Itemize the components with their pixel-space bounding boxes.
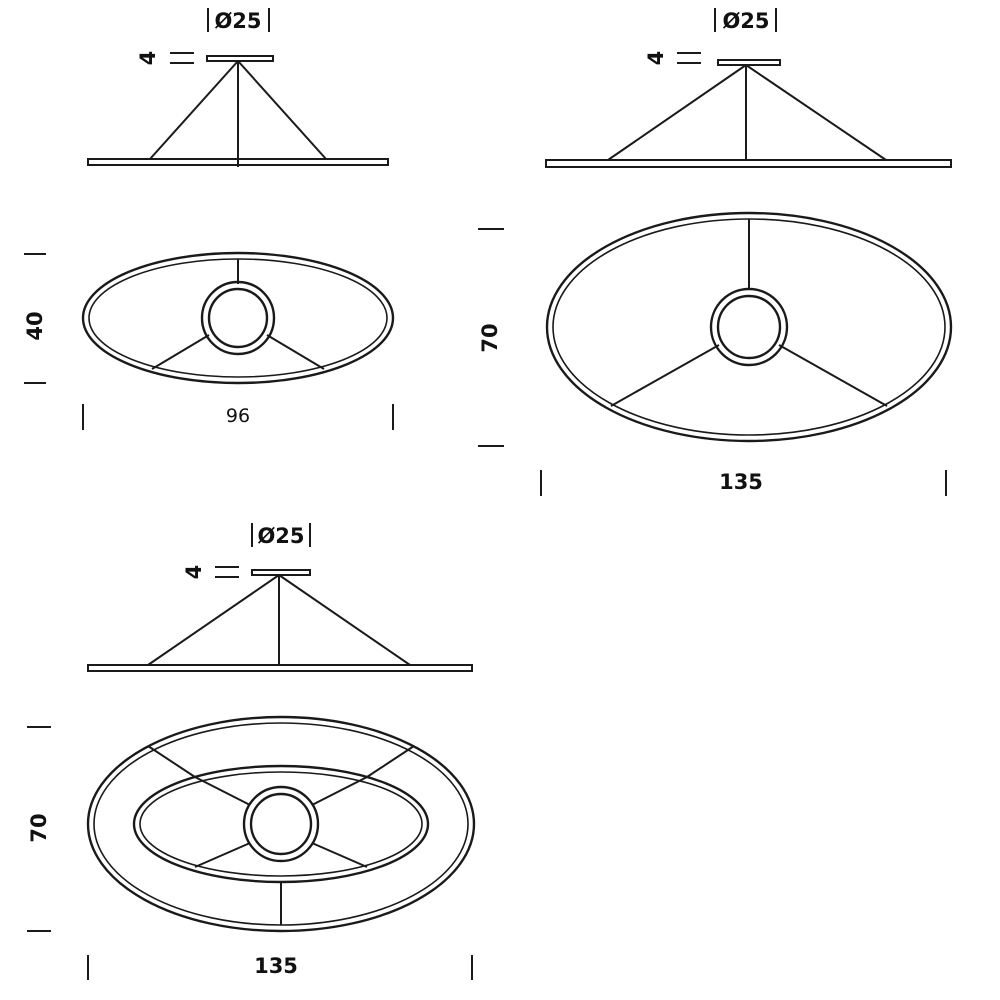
spoke (194, 842, 251, 868)
center-hub (200, 280, 276, 356)
inner-ring-inner-edge (139, 771, 423, 877)
suspension-cable (147, 574, 280, 666)
drawing-small-oval: Ø25 4 40 96 (23, 8, 395, 430)
suspension-cable (745, 64, 887, 161)
plan-view-double: 70 135 (27, 715, 476, 980)
width-label: 135 (719, 470, 763, 494)
suspension-cable (149, 60, 239, 160)
canopy-diameter-label: Ø25 (214, 9, 261, 33)
center-hub-inner (249, 792, 313, 856)
center-hub (242, 785, 320, 863)
outer-ring (545, 211, 953, 443)
spoke (266, 334, 325, 370)
outer-ring (81, 251, 395, 385)
center-hub-inner (207, 287, 269, 349)
spoke (610, 344, 720, 407)
spoke (366, 745, 415, 778)
spoke (778, 344, 888, 407)
depth-label: 40 (23, 311, 47, 340)
suspension-cable (607, 64, 747, 161)
outer-ring (86, 715, 476, 933)
spoke (151, 334, 210, 370)
spoke (194, 776, 251, 806)
depth-label: 70 (27, 813, 51, 842)
width-label: 135 (254, 954, 298, 978)
ring-profile (545, 159, 952, 168)
spoke (147, 745, 196, 778)
spoke (311, 842, 368, 868)
canopy-height-label: 4 (644, 51, 668, 66)
center-hub-inner (716, 294, 782, 360)
ceiling-canopy (251, 569, 311, 576)
suspension-cable (278, 574, 411, 666)
drawing-large-double-oval: Ø25 4 (27, 523, 476, 980)
canopy-height-label: 4 (182, 565, 206, 580)
side-view-large: Ø25 4 (545, 8, 952, 168)
ceiling-canopy (206, 55, 274, 62)
suspension-cable (237, 60, 327, 160)
canopy-diameter-label: Ø25 (722, 9, 769, 33)
side-view-small: Ø25 4 (87, 8, 389, 167)
spoke (311, 776, 368, 806)
depth-label: 70 (478, 323, 502, 352)
ceiling-canopy (717, 59, 781, 66)
width-label: 96 (226, 405, 250, 427)
plan-view-small: 40 96 (23, 251, 395, 430)
side-view-double: Ø25 4 (87, 523, 473, 672)
center-hub (709, 287, 789, 367)
ring-profile (87, 664, 473, 672)
drawing-large-oval: Ø25 4 70 135 (478, 8, 953, 496)
inner-ring (132, 764, 430, 884)
ring-profile (87, 158, 389, 166)
plan-view-large: 70 135 (478, 211, 953, 496)
canopy-diameter-label: Ø25 (257, 524, 304, 548)
canopy-height-label: 4 (136, 51, 160, 66)
